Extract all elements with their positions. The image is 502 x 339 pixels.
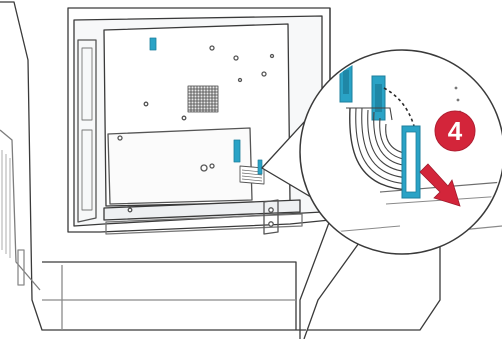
callout-magnifier: [300, 50, 502, 254]
step-number: 4: [435, 111, 475, 151]
